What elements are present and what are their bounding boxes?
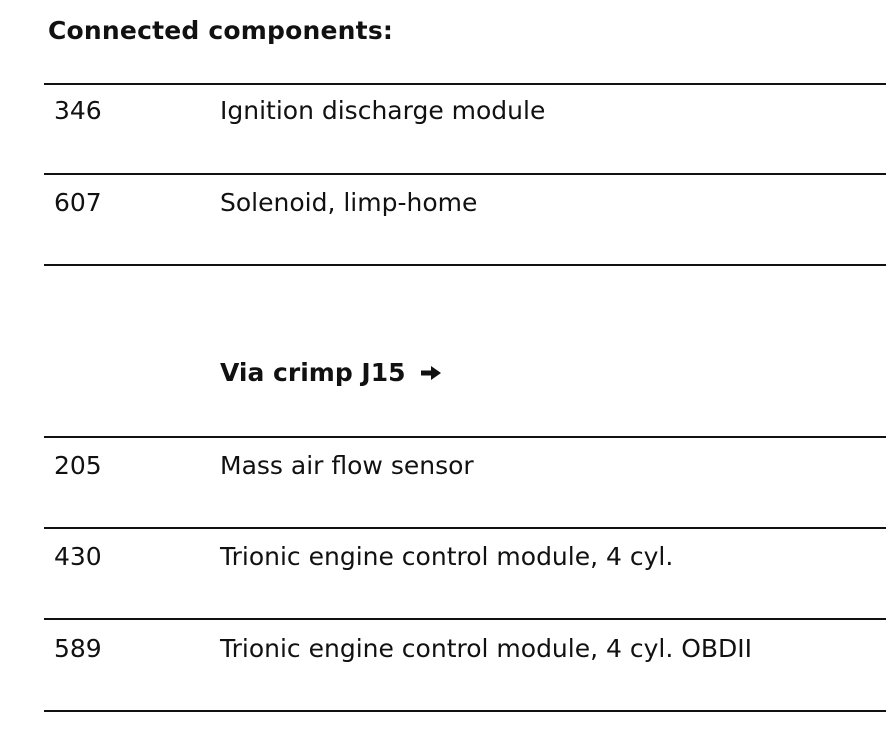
component-code: 589	[54, 634, 102, 663]
component-code: 205	[54, 451, 102, 480]
via-crimp-label: Via crimp J15	[220, 358, 406, 387]
table-rule	[44, 83, 886, 85]
table-rule	[44, 264, 886, 266]
component-name: Solenoid, limp-home	[220, 188, 478, 217]
component-name: Mass air flow sensor	[220, 451, 474, 480]
component-code: 346	[54, 96, 102, 125]
table-rule	[44, 436, 886, 438]
component-code: 430	[54, 542, 102, 571]
arrow-right-icon	[420, 358, 442, 387]
via-crimp-heading: Via crimp J15	[220, 358, 442, 387]
section-heading: Connected components:	[48, 16, 394, 45]
table-rule	[44, 710, 886, 712]
component-code: 607	[54, 188, 102, 217]
table-rule	[44, 527, 886, 529]
table-rule	[44, 618, 886, 620]
component-name: Trionic engine control module, 4 cyl.	[220, 542, 674, 571]
component-name: Trionic engine control module, 4 cyl. OB…	[220, 634, 753, 663]
component-name: Ignition discharge module	[220, 96, 546, 125]
table-rule	[44, 173, 886, 175]
